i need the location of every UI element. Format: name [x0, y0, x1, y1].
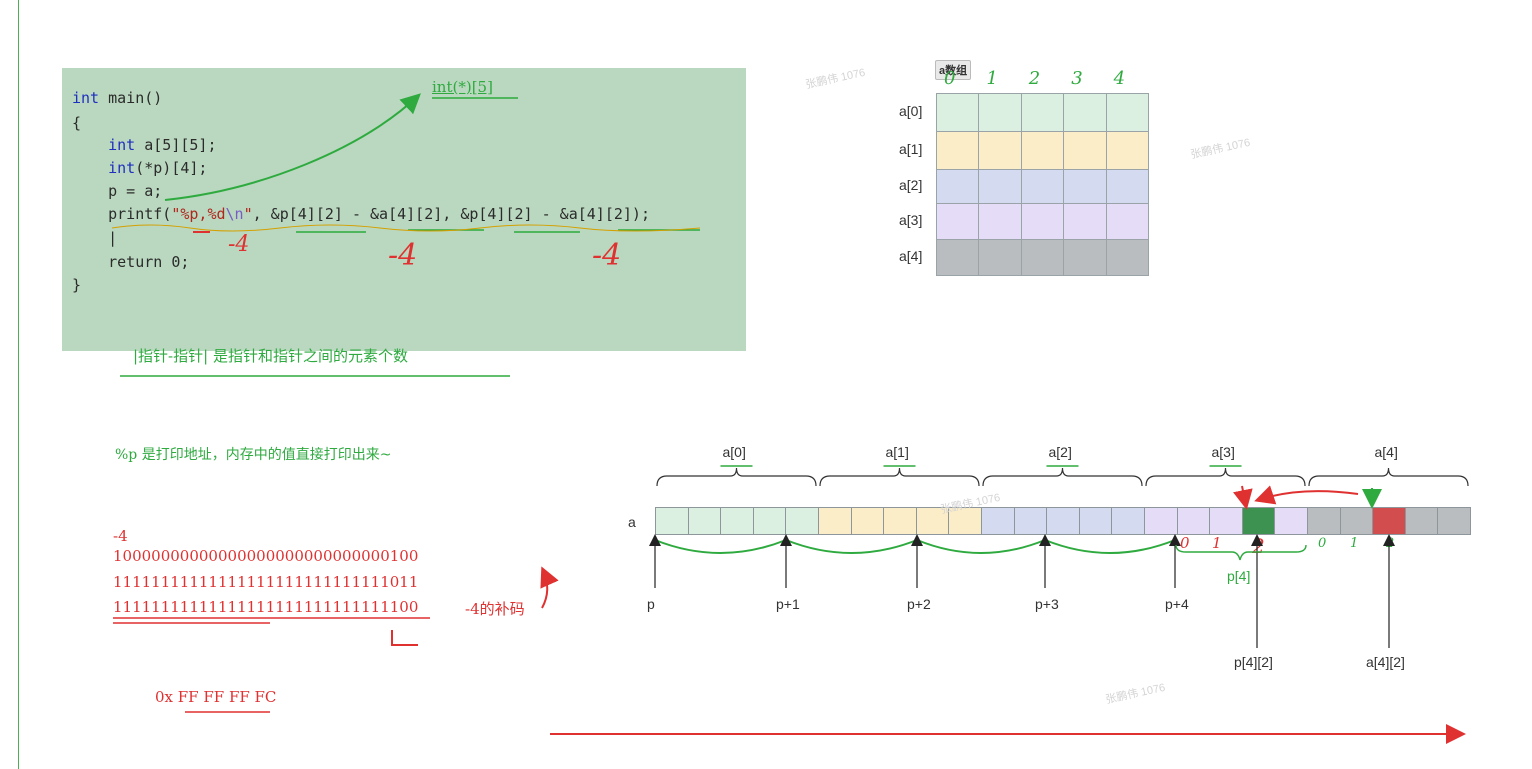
memory-cell — [1274, 507, 1308, 535]
group-brace — [819, 467, 980, 487]
complement-label: -4的补码 — [465, 600, 525, 618]
index-mark-green: 1 — [1350, 536, 1359, 551]
hex-value: 0x FF FF FF FC — [155, 688, 277, 706]
pointer-label: p+3 — [1035, 596, 1059, 612]
grid-cell — [936, 239, 980, 276]
grid-row-label: a[1] — [899, 141, 923, 157]
pointer-label: p+1 — [776, 596, 800, 612]
grid-cell — [1020, 131, 1065, 170]
group-brace — [982, 467, 1143, 487]
grid-cell — [1105, 131, 1149, 170]
memory-cell — [818, 507, 852, 535]
grid-cell — [1105, 169, 1149, 204]
memory-cell — [720, 507, 754, 535]
array-badge: a数组 — [935, 60, 972, 80]
stride-loop — [916, 539, 1046, 554]
a42-label: a[4][2] — [1366, 654, 1405, 670]
grid-row-label: a[2] — [899, 177, 923, 193]
pointer-label: p — [647, 596, 655, 612]
pointer-label: p+4 — [1165, 596, 1189, 612]
grid-col-mark: 1 — [986, 68, 998, 89]
index-mark-red: 0 — [1180, 534, 1190, 552]
binary-twos-complement: 11111111111111111111111111111100 — [113, 598, 419, 616]
stride-loop — [785, 539, 918, 554]
code-panel — [62, 68, 746, 351]
grid-col-mark: 2 — [1028, 68, 1041, 89]
memory-cell — [1013, 507, 1048, 535]
minus4-mark-1: -4 — [228, 232, 250, 257]
grid-cell — [978, 203, 1022, 240]
percent-p-note: %p 是打印地址，内存中的值直接打印出来~ — [115, 447, 392, 463]
memory-cell — [1176, 507, 1211, 535]
memory-cell — [883, 507, 917, 535]
memory-cell — [981, 507, 1015, 535]
stride-loop — [1044, 539, 1176, 554]
binary-neg: -4 — [113, 527, 128, 545]
memory-cell — [655, 507, 689, 535]
group-brace — [656, 467, 817, 487]
memory-array-label: a — [628, 514, 636, 530]
code-line: int(*p)[4]; — [108, 159, 208, 177]
grid-cell — [1105, 239, 1149, 276]
grid-cell — [1020, 169, 1065, 204]
memory-cell — [1307, 507, 1341, 535]
index-mark-red: 1 — [1212, 534, 1222, 552]
grid-cell — [1105, 93, 1149, 132]
memory-cell — [1046, 507, 1080, 535]
code-line: p = a; — [72, 182, 163, 200]
grid-col-mark: 3 — [1071, 68, 1083, 89]
memory-group-label: a[4] — [1374, 444, 1398, 460]
group-brace — [1308, 467, 1469, 487]
grid-col-mark: 0 — [944, 68, 956, 89]
code-line: int main() — [72, 89, 163, 107]
binary-original: 10000000000000000000000000000100 — [113, 547, 419, 565]
memory-cell — [1404, 507, 1439, 535]
grid-row-label: a[0] — [899, 103, 923, 119]
pointer-diff-note: |指针-指针| 是指针和指针之间的元素个数 — [133, 347, 408, 365]
memory-cell — [1111, 507, 1145, 535]
grid-cell — [1063, 169, 1107, 204]
memory-group-label: a[0] — [722, 444, 746, 460]
minus4-mark-2: -4 — [388, 238, 418, 273]
type-arrow — [164, 93, 421, 201]
memory-cell — [1437, 507, 1471, 535]
code-line: } — [72, 276, 82, 294]
code-line: return 0; — [72, 253, 190, 271]
memory-cell — [1241, 507, 1276, 535]
left-margin-rule — [18, 0, 19, 769]
code-line: printf("%p,%d\n", &p[4][2] - &a[4][2], &… — [72, 205, 650, 223]
p42-label: p[4][2] — [1234, 654, 1273, 670]
type-note: int(*)[5] — [432, 78, 493, 96]
pointer-label: p+2 — [907, 596, 931, 612]
memory-cell — [1339, 507, 1374, 535]
memory-cell — [687, 507, 722, 535]
memory-group-label: a[1] — [885, 444, 909, 460]
minus4-mark-3: -4 — [592, 238, 622, 273]
index-mark-green: 0 — [1318, 536, 1327, 551]
code-line: | — [72, 229, 118, 247]
code-line: int a[5][5]; — [108, 136, 217, 154]
grid-cell — [936, 93, 980, 132]
memory-group-label: a[2] — [1048, 444, 1072, 460]
code-line: { — [72, 114, 82, 132]
grid-col-mark: 4 — [1113, 68, 1126, 89]
grid-row-label: a[3] — [899, 212, 923, 228]
group-brace — [1145, 467, 1306, 487]
memory-cell — [915, 507, 950, 535]
memory-cell — [1078, 507, 1113, 535]
memory-cell — [785, 507, 819, 535]
memory-cell — [948, 507, 982, 535]
grid-row-label: a[4] — [899, 248, 923, 264]
binary-ones-complement: 11111111111111111111111111111011 — [113, 573, 419, 591]
memory-group-label: a[3] — [1211, 444, 1235, 460]
grid-cell — [978, 93, 1022, 132]
stride-loop — [654, 539, 787, 554]
p4-label: p[4] — [1227, 568, 1251, 584]
